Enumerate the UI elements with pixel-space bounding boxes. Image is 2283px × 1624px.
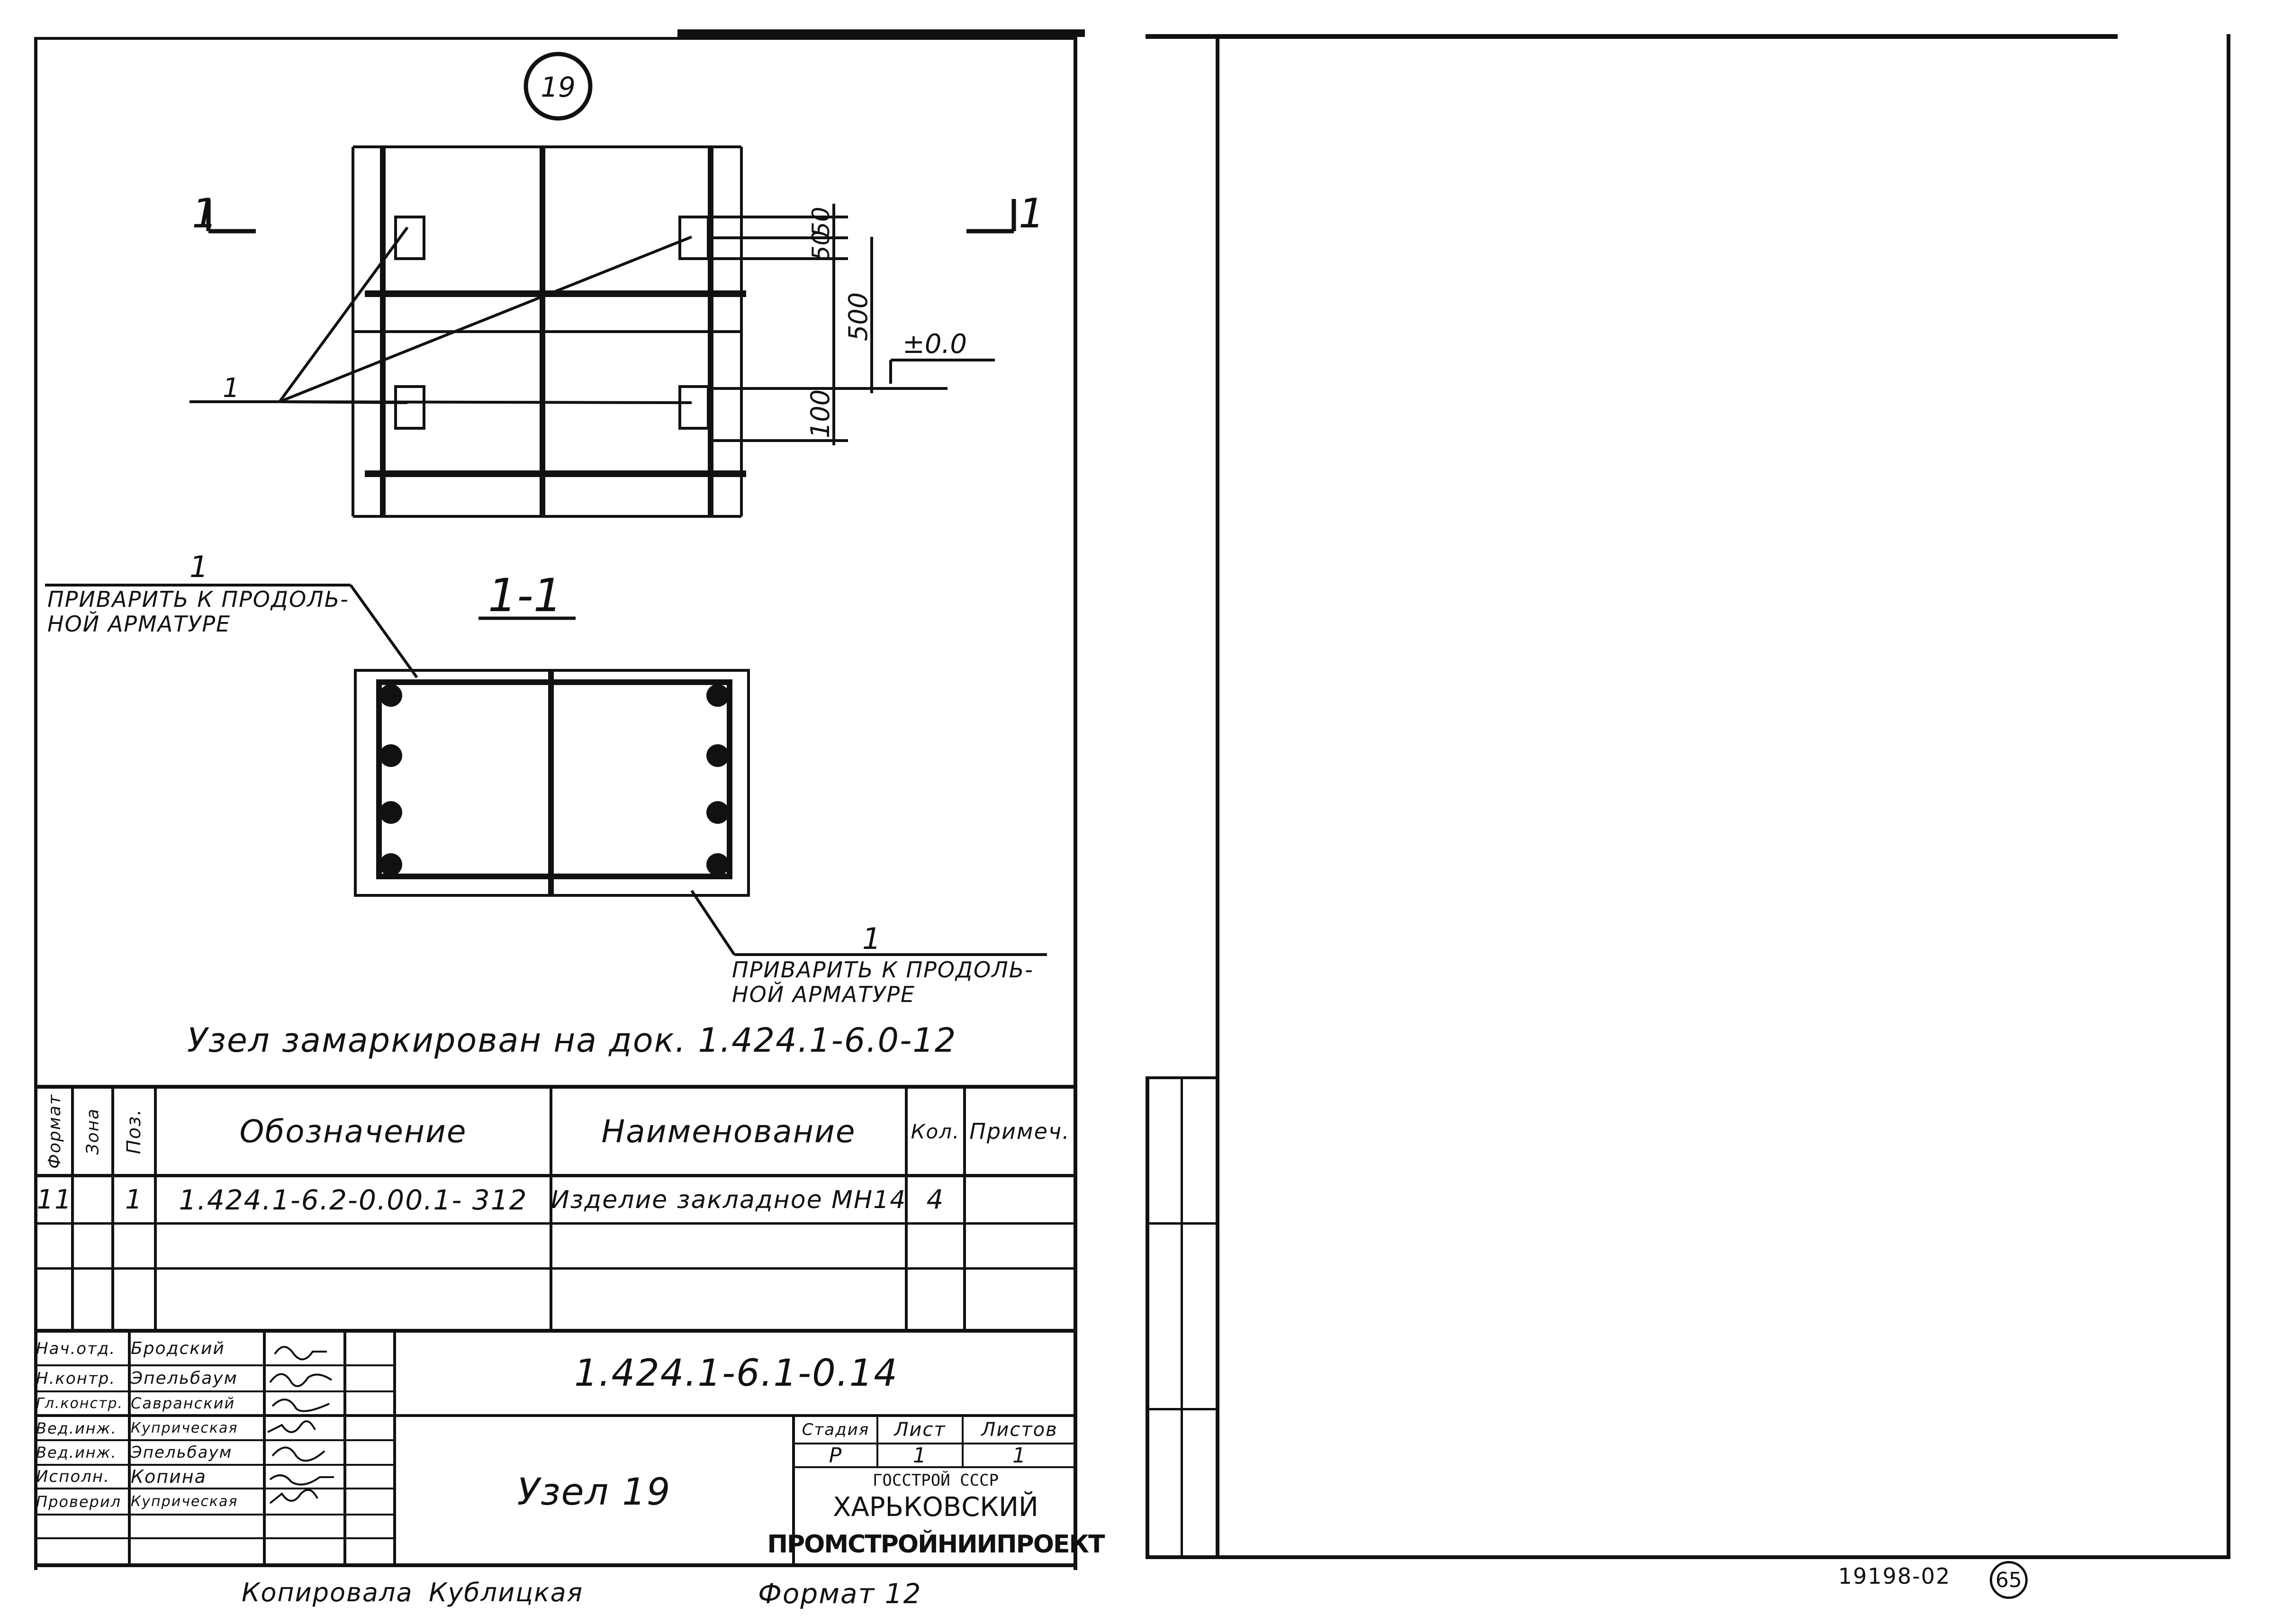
embedded-plate xyxy=(678,216,710,260)
marking-note: Узел замаркирован на док. 1.424.1-6.0-12 xyxy=(187,1021,957,1060)
position-callout: 1 xyxy=(223,373,240,404)
person-role-7: Проверил xyxy=(36,1492,122,1511)
person-role-4: Вед.инж. xyxy=(36,1419,117,1437)
header-qty: Кол. xyxy=(911,1119,960,1143)
person-role-5: Вед.инж. xyxy=(36,1444,117,1462)
sheet-value: 1 xyxy=(913,1443,927,1468)
technical-drawing: 19 1 1 50 50 500 100 ±0.0 1 1-1 xyxy=(45,52,1047,956)
section-mark-right: 1 xyxy=(1019,190,1045,237)
person-name-2: Эпельбаум xyxy=(131,1369,238,1388)
embedded-plate xyxy=(678,385,710,430)
level-mark: ±0.0 xyxy=(902,329,967,360)
row-name: Изделие закладное МН14 xyxy=(550,1185,907,1214)
person-role-1: Нач.отд. xyxy=(36,1339,116,1358)
rebar xyxy=(379,744,402,767)
person-name-4: Куприческая xyxy=(131,1420,238,1436)
stage-label: Стадия xyxy=(802,1420,870,1439)
copied-by-name: Кублицкая xyxy=(429,1578,584,1607)
rebar xyxy=(379,801,402,824)
sheets-value: 1 xyxy=(1012,1443,1027,1468)
weld-note-lower-line1: ПРИВАРИТЬ К ПРОДОЛЬ- xyxy=(732,957,1034,983)
copied-by-label: Копировала xyxy=(242,1578,413,1607)
person-name-5: Эпельбаум xyxy=(131,1443,233,1462)
section-title: 1-1 xyxy=(488,569,562,622)
org-line-3: ПРОМСТРОЙНИИПРОЕКТ xyxy=(767,1530,1105,1559)
rebar xyxy=(706,853,729,876)
row-pos: 1 xyxy=(125,1184,143,1215)
org-line-2: ХАРЬКОВСКИЙ xyxy=(833,1491,1038,1523)
row-qty: 4 xyxy=(926,1184,945,1215)
embedded-plate xyxy=(394,385,425,430)
page-number-circle: 65 xyxy=(1990,1561,2028,1599)
dim-50-second: 50 xyxy=(807,230,835,261)
header-name: Наименование xyxy=(601,1113,856,1150)
person-name-6: Копина xyxy=(131,1466,207,1487)
sheets-label: Листов xyxy=(981,1419,1058,1441)
page-number: 65 xyxy=(1995,1568,2022,1592)
org-line-1: ГОССТРОЙ СССР xyxy=(872,1471,999,1490)
dim-100: 100 xyxy=(805,389,835,438)
row-designation: 1.424.1-6.2-0.00.1- 312 xyxy=(179,1183,528,1216)
doc-number: 1.424.1-6.1-0.14 xyxy=(574,1352,898,1395)
signatures xyxy=(267,1346,334,1504)
person-role-2: Н.контр. xyxy=(36,1369,116,1388)
drawing-title: Узел 19 xyxy=(517,1471,671,1514)
node-number: 19 xyxy=(541,71,576,103)
person-name-3: Савранский xyxy=(131,1394,235,1412)
header-designation: Обозначение xyxy=(239,1113,467,1150)
person-role-3: Гл.констр. xyxy=(36,1395,124,1412)
person-name-1: Бродский xyxy=(131,1339,225,1358)
dim-500: 500 xyxy=(843,292,873,341)
weld-note-upper-pos: 1 xyxy=(189,550,209,584)
archive-number: 19198-02 xyxy=(1838,1563,1951,1589)
weld-note-upper-line1: ПРИВАРИТЬ К ПРОДОЛЬ- xyxy=(47,586,349,612)
weld-note-lower-pos: 1 xyxy=(862,921,882,956)
person-name-7: Куприческая xyxy=(131,1493,238,1510)
rebar xyxy=(706,744,729,767)
dim-50-top: 50 xyxy=(807,207,835,237)
row-format: 11 xyxy=(36,1184,72,1215)
sheet-format: Формат 12 xyxy=(758,1578,922,1610)
header-note: Примеч. xyxy=(969,1119,1070,1144)
rebar xyxy=(706,684,729,707)
weld-note-upper-line2: НОЙ АРМАТУРЕ xyxy=(47,611,231,637)
embedded-plate xyxy=(394,216,425,260)
rebar xyxy=(706,801,729,824)
node-circle xyxy=(523,52,593,121)
weld-note-lower-line2: НОЙ АРМАТУРЕ xyxy=(732,982,916,1007)
section-mark-left: 1 xyxy=(192,190,218,237)
stage-value: Р xyxy=(829,1443,843,1468)
person-role-6: Исполн. xyxy=(36,1467,110,1486)
rebar xyxy=(379,853,402,876)
rebar xyxy=(379,684,402,707)
sheet-label: Лист xyxy=(894,1419,946,1441)
